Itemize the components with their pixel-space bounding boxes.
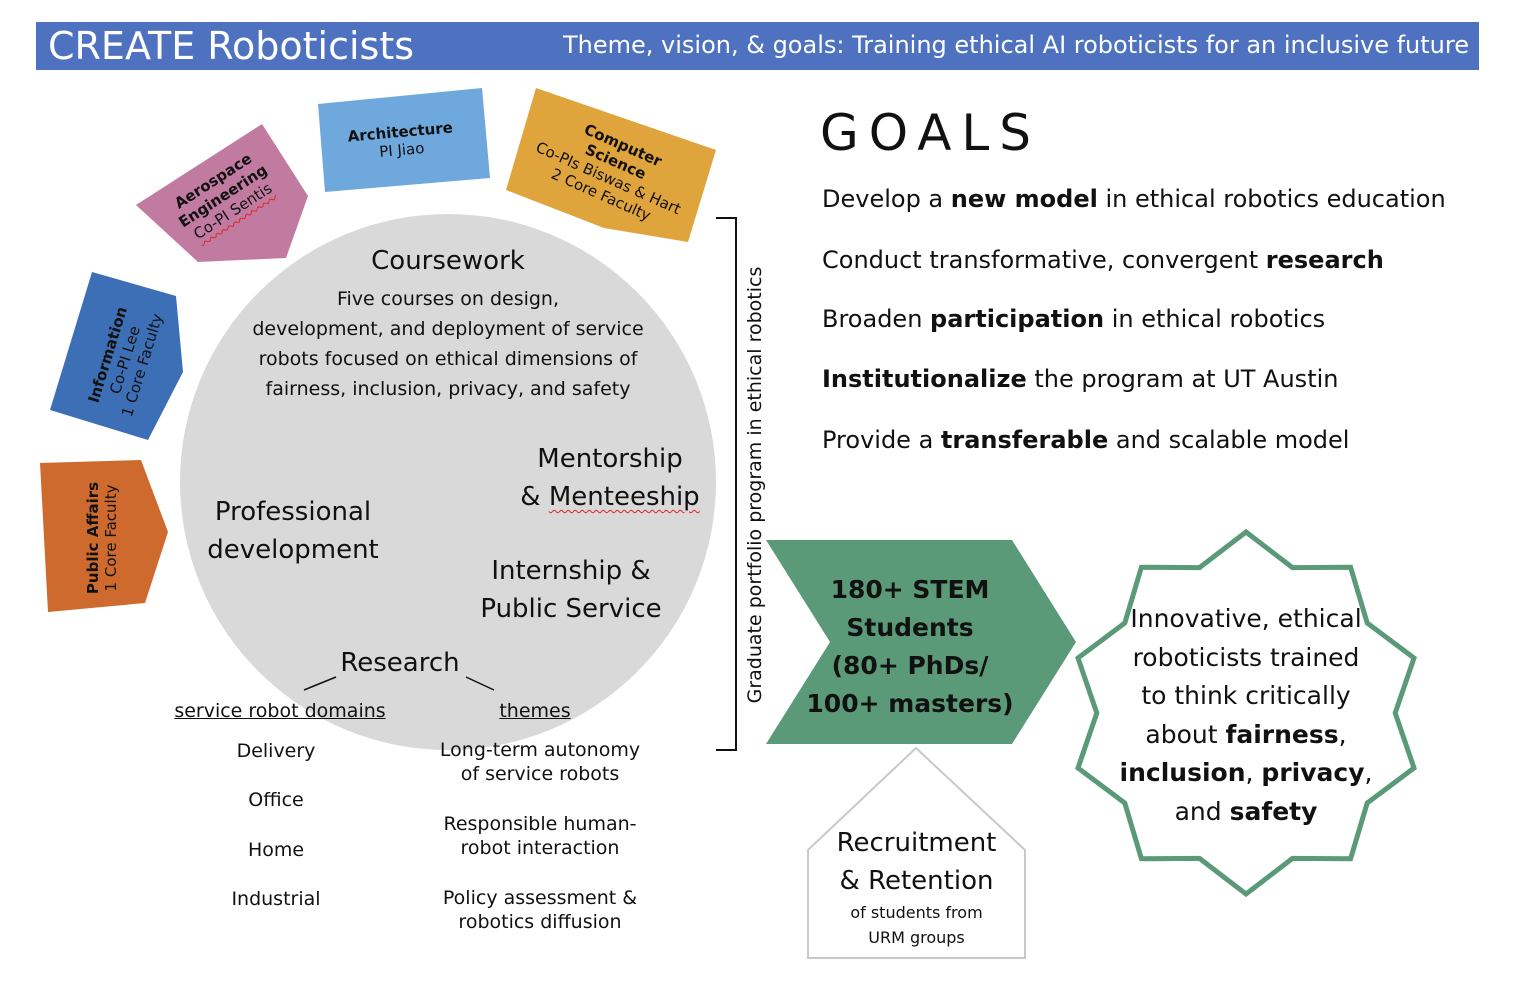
coursework-line: fairness, inclusion, privacy, and safety [265,378,631,400]
coursework-description: Five courses on design, development, and… [218,284,678,404]
outcome-line: roboticists trained [1132,642,1360,672]
theme-item: Responsible human- robot interaction [410,812,670,860]
internship-label: Internship & Public Service [466,552,676,628]
outcome-fairness: fairness [1225,719,1339,749]
research-connector-left [303,676,337,691]
internship-line-2: Public Service [480,594,662,624]
professional-line-1: Professional [214,497,372,527]
recruitment-line-4: URM groups [868,928,965,947]
recruitment-line-3: of students from [850,903,983,922]
outcome-line: to think critically [1141,681,1351,710]
theme-line: robot interaction [460,837,620,859]
goal-item: Institutionalize the program at UT Austi… [822,364,1338,394]
outcome-text: , [1364,758,1373,787]
goal-text: the program at UT Austin [1026,365,1339,393]
outcome-text: , [1338,719,1347,749]
mentorship-label: Mentorship & Menteeship [500,440,720,516]
goal-bold: new model [950,185,1098,213]
goal-item: Provide a transferable and scalable mode… [822,425,1349,455]
outcome-inclusion: inclusion [1119,758,1246,787]
program-subtitle: Theme, vision, & goals: Training ethical… [562,31,1469,59]
students-chevron [766,540,1076,744]
outcome-text: and [1174,796,1230,826]
coursework-title: Coursework [371,246,525,276]
program-title: CREATE Roboticists [48,24,415,68]
recruitment-house [807,746,1026,959]
outcome-line: inclusion, privacy, [1106,754,1386,793]
mentorship-line-1: Mentorship [537,444,683,474]
coursework-line: robots focused on ethical dimensions of [258,348,638,370]
program-circle [180,214,716,750]
outcome-text: , [1245,758,1262,787]
goals-title: GOALS [820,104,1042,162]
recruitment-line-2: & Retention [839,866,994,896]
outcome-label: Innovative, ethical roboticists trained … [1106,600,1386,831]
goal-text: in ethical robotics education [1097,185,1446,213]
goal-bold: transferable [940,426,1109,454]
bracket-label: Graduate portfolio program in ethical ro… [744,266,766,704]
mentorship-line-2: & Menteeship [500,478,720,516]
dept-shape-aerospace [136,124,308,262]
outcome-star [1075,528,1417,898]
outcome-line: Innovative, ethical [1130,604,1362,633]
outcome-line: about fairness, [1106,716,1386,755]
professional-development-label: Professional development [188,493,398,569]
coursework-line: development, and deployment of service [252,318,644,340]
theme-item: Policy assessment & robotics diffusion [410,886,670,934]
students-line: 100+ masters) [806,689,1014,718]
domain-item: Home [247,839,305,861]
internship-line-1: Internship & [491,556,651,586]
outcome-safety: safety [1229,796,1318,826]
dept-shape-information [50,272,183,440]
theme-item: Long-term autonomy of service robots [410,738,670,786]
professional-line-2: development [207,535,379,565]
goal-text: Conduct transformative, convergent [822,246,1266,274]
outcome-text: about [1145,719,1226,749]
students-line: (80+ PhDs/ [831,651,989,680]
goal-item: Conduct transformative, convergent resea… [822,245,1384,275]
goal-text: in ethical robotics [1104,305,1326,333]
dept-shape-architecture [318,88,490,192]
program-bracket [716,217,737,751]
theme-line: Long-term autonomy [439,739,641,761]
header-banner: CREATE Roboticists Theme, vision, & goal… [36,22,1479,70]
domains-header: service robot domains [174,700,386,722]
menteeship-word: Menteeship [548,482,700,512]
goal-text: Broaden [822,305,931,333]
coursework-line: Five courses on design, [336,288,560,310]
theme-line: of service robots [460,763,620,785]
goal-bold: participation [930,305,1105,333]
outcome-privacy: privacy [1261,758,1365,787]
domain-item: Delivery [236,740,316,762]
mentorship-ampersand: & [520,482,549,512]
goal-text: Develop a [822,185,951,213]
goal-item: Develop a new model in ethical robotics … [822,184,1446,214]
students-line: 180+ STEM [830,575,990,604]
research-connector-right [465,676,495,691]
goal-bold: Institutionalize [822,365,1027,393]
goal-bold: research [1265,246,1384,274]
dept-public-affairs-name: Public Affairs [84,481,102,595]
goal-text: and scalable model [1108,426,1350,454]
recruitment-line-1: Recruitment [836,828,997,858]
students-line: Students [846,613,974,642]
domain-item: Industrial [231,888,321,910]
students-label: 180+ STEM Students (80+ PhDs/ 100+ maste… [800,571,1020,723]
theme-line: robotics diffusion [458,911,622,933]
outcome-line: and safety [1106,793,1386,832]
dept-shape-cs [506,88,716,242]
theme-line: Responsible human- [443,813,637,835]
theme-line: Policy assessment & [442,887,638,909]
dept-public-affairs-detail: 1 Core Faculty [102,484,120,592]
goal-text: Provide a [822,426,941,454]
goal-item: Broaden participation in ethical robotic… [822,304,1325,334]
research-label: Research [340,648,460,678]
dept-public-affairs: Public Affairs 1 Core Faculty [80,468,124,608]
dept-shape-public-affairs [40,460,168,612]
dept-architecture-detail: PI Jiao [378,139,426,161]
recruitment-label: Recruitment & Retention of students from… [808,824,1025,950]
domain-item: Office [248,789,304,811]
themes-header: themes [499,700,571,722]
